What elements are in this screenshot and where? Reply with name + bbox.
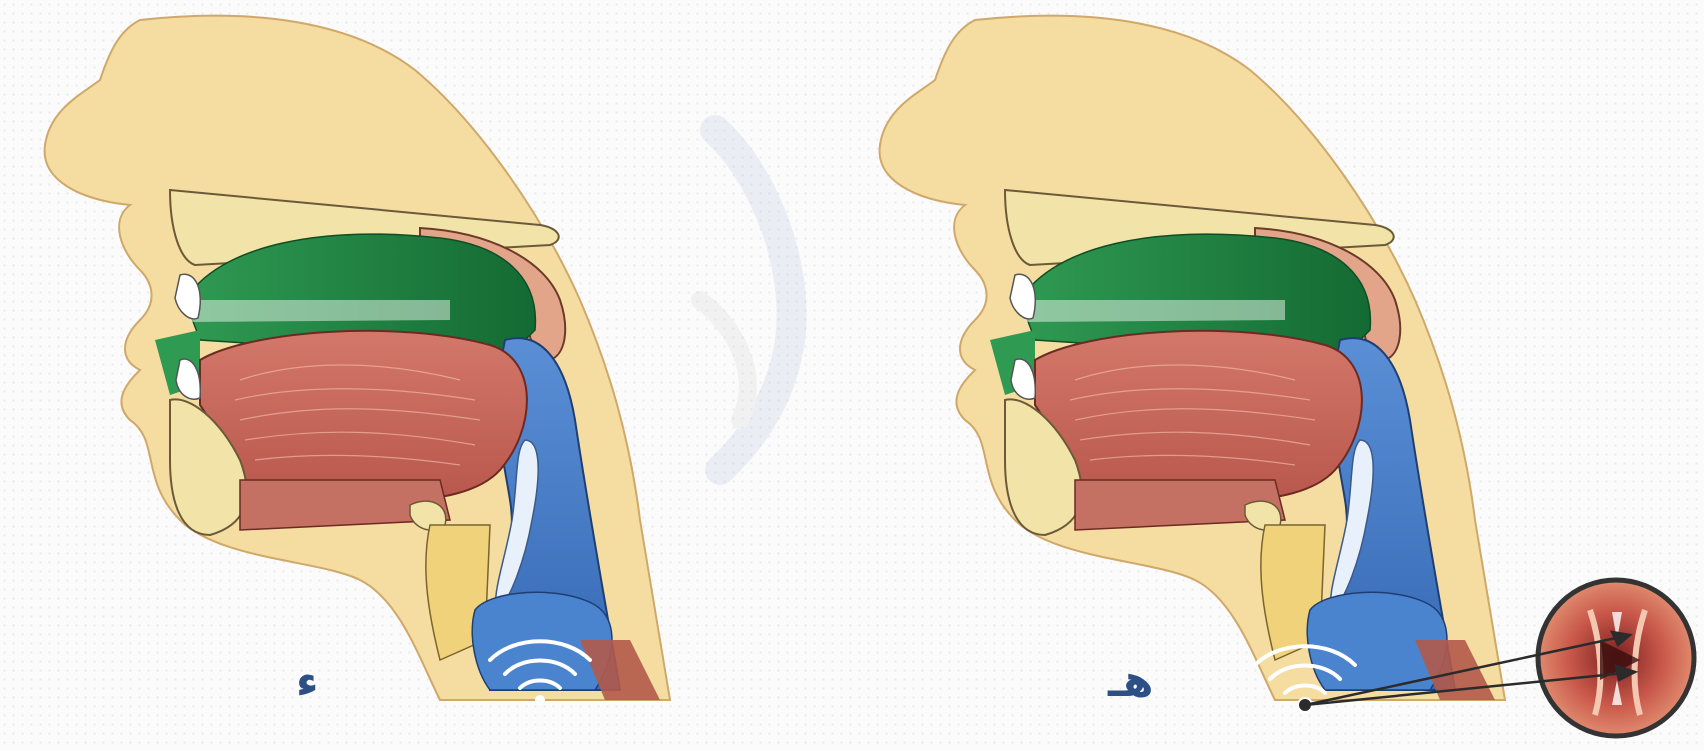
watermark-logo [700, 130, 792, 470]
panel-label-left: ء [296, 660, 319, 704]
panel-label-right: هـ [1108, 660, 1154, 704]
head-diagram-left [45, 16, 670, 705]
larynx-inset-icon [1538, 580, 1694, 736]
head-diagram-right [880, 16, 1505, 712]
